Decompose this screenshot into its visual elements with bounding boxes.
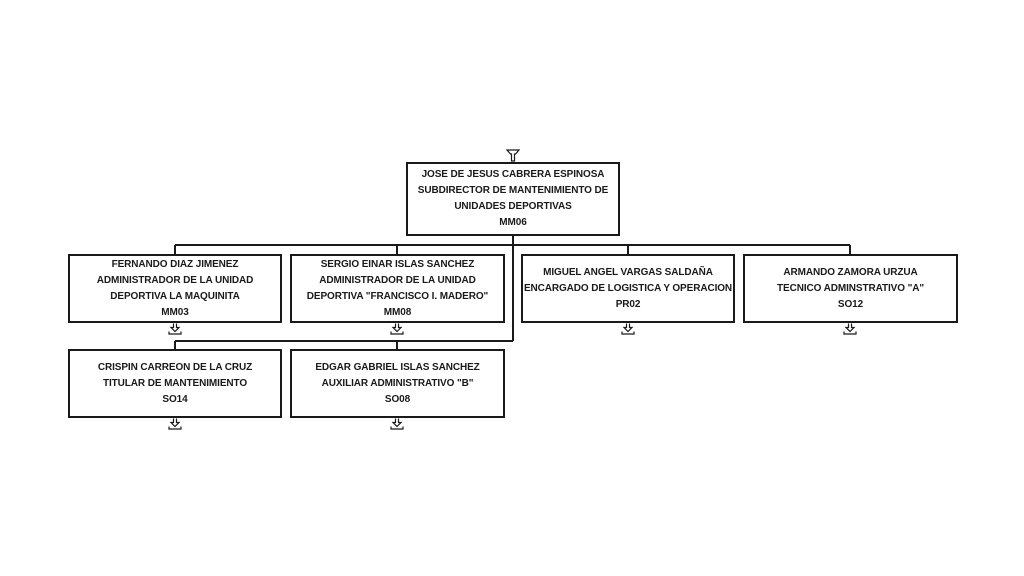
org-node-2[interactable]: SERGIO EINAR ISLAS SANCHEZ ADMINISTRADOR…	[290, 254, 505, 323]
org-node-5[interactable]: CRISPIN CARREON DE LA CRUZ TITULAR DE MA…	[68, 349, 282, 418]
expand-arrow-icon[interactable]	[621, 323, 635, 335]
node-name: MIGUEL ANGEL VARGAS SALDAÑA	[543, 266, 713, 278]
node-title: ADMINISTRADOR DE LA UNIDAD	[96, 274, 254, 286]
node-name: JOSE DE JESUS CABRERA ESPINOSA	[421, 169, 605, 180]
expand-arrow-icon[interactable]	[168, 323, 182, 335]
node-title: TITULAR DE MANTENIMIENTO	[102, 377, 248, 389]
node-code: SO12	[837, 298, 864, 310]
node-title: ENCARGADO DE LOGISTICA Y OPERACION	[523, 282, 733, 294]
node-code: MM03	[161, 306, 189, 318]
org-node-6[interactable]: EDGAR GABRIEL ISLAS SANCHEZ AUXILIAR ADM…	[290, 349, 505, 418]
node-title: SUBDIRECTOR DE MANTENIMIENTO DE	[417, 185, 609, 196]
node-title: TECNICO ADMINSTRATIVO "A"	[777, 282, 924, 294]
expand-arrow-icon[interactable]	[506, 149, 520, 162]
expand-arrow-icon[interactable]	[390, 418, 404, 430]
node-name: ARMANDO ZAMORA URZUA	[783, 266, 918, 278]
node-name: CRISPIN CARREON DE LA CRUZ	[97, 361, 253, 373]
node-title: DEPORTIVA "FRANCISCO I. MADERO"	[306, 290, 489, 302]
node-title: AUXILIAR ADMINISTRATIVO "B"	[321, 377, 474, 389]
node-code: MM08	[383, 306, 412, 318]
org-node-4[interactable]: ARMANDO ZAMORA URZUA TECNICO ADMINSTRATI…	[743, 254, 958, 323]
node-name: SERGIO EINAR ISLAS SANCHEZ	[320, 258, 475, 270]
node-title: DEPORTIVA LA MAQUINITA	[110, 290, 240, 302]
expand-arrow-icon[interactable]	[168, 418, 182, 430]
org-node-3[interactable]: MIGUEL ANGEL VARGAS SALDAÑA ENCARGADO DE…	[521, 254, 735, 323]
node-name: EDGAR GABRIEL ISLAS SANCHEZ	[315, 361, 480, 373]
org-node-root[interactable]: JOSE DE JESUS CABRERA ESPINOSA SUBDIRECT…	[406, 162, 620, 236]
node-title: ADMINISTRADOR DE LA UNIDAD	[319, 274, 476, 286]
org-node-1[interactable]: FERNANDO DIAZ JIMENEZ ADMINISTRADOR DE L…	[68, 254, 282, 323]
node-code: SO14	[162, 393, 188, 405]
node-name: FERNANDO DIAZ JIMENEZ	[111, 258, 239, 270]
expand-arrow-icon[interactable]	[390, 323, 404, 335]
node-code: SO08	[384, 393, 411, 405]
expand-arrow-icon[interactable]	[843, 323, 857, 335]
node-code: MM06	[499, 217, 527, 228]
node-title: UNIDADES DEPORTIVAS	[454, 201, 572, 212]
node-code: PR02	[615, 298, 641, 310]
